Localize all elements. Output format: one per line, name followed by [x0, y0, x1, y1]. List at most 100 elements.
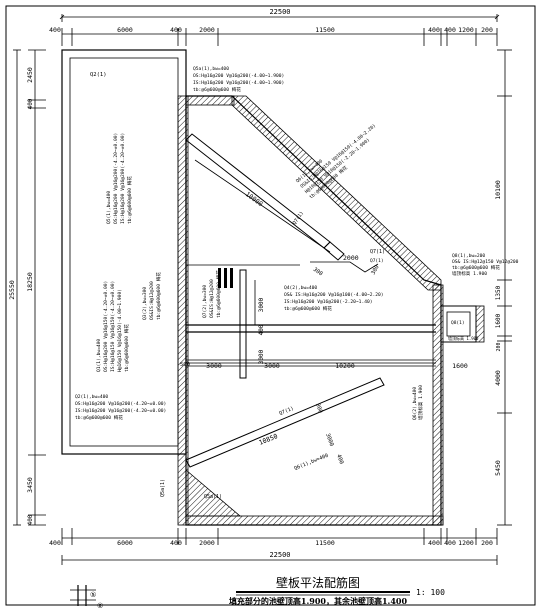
dim-10850: 10850 [258, 432, 279, 447]
dim-3000-v2: 3000 [258, 349, 265, 364]
label-q6-2-right-b: 墙顶标高 1.900 [417, 385, 424, 420]
left-dim-3: 18250 [26, 272, 34, 292]
bottom-dim-2: 6000 [117, 539, 133, 547]
label-q8-2: OS& IS:H@12@150 V@12@200 [452, 259, 519, 265]
label-q1-3: IS:H@16@150 V@16@150(-4.20~±0.00) [110, 281, 116, 372]
label-q2-bot-4: tb:@6@600@600 梅花 [75, 414, 123, 421]
right-dim-3: 1600 [495, 313, 502, 328]
dim-3000-h2: 3000 [264, 362, 280, 370]
drawing-title: 壁板平法配筋图 [276, 575, 360, 590]
label-q4-1: Q4(2),bw=400 [284, 285, 317, 291]
detail-label-b: ⑥ [97, 602, 103, 610]
label-q7-1-c: Q7(1) [279, 406, 295, 417]
right-dim-1: 10100 [494, 180, 502, 200]
label-q2-bot-2: OS:H@16@200 V@16@200(-4.20~±0.00) [75, 401, 166, 407]
drawing-scale: 1: 100 [416, 588, 445, 597]
title-block: 壁板平法配筋图 1: 100 填充部分的池壁顶高1.900，其余池壁顶高1.40… [229, 575, 445, 606]
left-dimension-chain: 25550 2450 400 18250 3450 400 [8, 49, 46, 525]
label-q5-4: tb:@6@600@600 梅花 [126, 176, 133, 224]
annotations: Q2(1) Q5a(1),bw=400 OS:H@16@200 V@16@200… [75, 66, 519, 500]
top-dim-2: 6000 [117, 26, 133, 34]
top-dim-7: 400 [444, 26, 456, 34]
label-q5a-title: Q5a(1),bw=400 [193, 66, 229, 72]
bottom-dim-4: 2000 [199, 539, 215, 547]
dim-3000-d: 3000 [324, 433, 334, 448]
dim-300-b: 300 [371, 264, 381, 276]
label-q8-1: Q8(1),bw=200 [452, 253, 485, 259]
label-q1-1: Q1(1),bw=400 [96, 339, 102, 372]
bottom-dim-3: 400 [170, 539, 182, 547]
top-total-dim: 22500 [269, 8, 290, 16]
bottom-dim-5: 11500 [315, 539, 335, 547]
label-q6-2-right: Q6(2),bw=400 [412, 387, 418, 420]
drawing-note: 填充部分的池壁顶高1.900，其余池壁顶高1.400 [229, 596, 408, 606]
label-q7-1-b: Q7(1) [370, 249, 385, 255]
label-q4-4: tb:@6@600@600 梅花 [284, 305, 332, 312]
dim-400-d: 400 [335, 454, 344, 465]
label-q3-2: OS&IS:H@12@200 [149, 281, 155, 320]
dim-300-c: 300 [314, 403, 323, 414]
label-q7-2-3: tb:@6@600@600 梅花 [215, 270, 222, 318]
label-q5a-left: Q5a(1) [160, 479, 166, 497]
bottom-total-dim: 22500 [269, 551, 290, 559]
label-q5a-os: OS:H@16@200 V@16@200(-4.00~1.900) [193, 73, 284, 79]
label-q2-bot-3: IS:H@16@200 V@16@200(-4.20~±0.00) [75, 408, 166, 414]
top-dim-1: 400 [49, 26, 61, 34]
bottom-dim-6: 400 [428, 539, 440, 547]
top-dim-5: 11500 [315, 26, 335, 34]
top-dim-8: 1200 [458, 26, 474, 34]
label-q8-small: Q8(1) [451, 320, 465, 326]
label-q4-3: IS:H@16@200 V@16@200(-2.20~1.40) [284, 299, 373, 305]
left-tank-walls [61, 49, 187, 455]
detail-symbol: ⑤ ⑥ [70, 585, 103, 610]
label-q2-top: Q2(1) [90, 72, 107, 78]
label-q3-1: Q3(2),bw=300 [142, 287, 148, 320]
label-q8-3: tb:@6@600@600 梅花 [452, 264, 500, 271]
label-q5-3: IS:H@16@200 V@16@200(-4.20~±0.00) [120, 133, 126, 224]
top-dim-6: 400 [428, 26, 440, 34]
inner-dimensions: 10000 2000 3000 400 3000 300 300 500 300… [180, 159, 468, 465]
top-dimension-chain: 22500 400 6000 400 2000 11500 400 400 12… [49, 8, 500, 46]
detail-label-a: ⑤ [90, 591, 96, 599]
bottom-dim-1: 400 [49, 539, 61, 547]
label-q4-2: OS& IS:H@16@200 V@16@100(-4.00~2.20) [284, 292, 384, 298]
label-q7-2-1: Q7(2),bw=300 [202, 285, 208, 318]
left-dim-4: 3450 [26, 477, 34, 493]
label-q6-bot: Q6(1),bw=400 [294, 453, 330, 472]
sheet-border [5, 5, 536, 606]
dim-10200: 10200 [335, 362, 355, 370]
dim-1600: 1600 [452, 362, 468, 370]
dim-400-v: 400 [258, 324, 265, 335]
label-q2-bot-1: Q2(1),bw=400 [75, 394, 108, 400]
main-tank-walls [177, 95, 485, 526]
dim-300-a: 300 [312, 267, 324, 278]
right-dim-5: 4000 [494, 370, 502, 386]
left-dim-5: 400 [27, 514, 34, 525]
label-q3-3: tb:@6@600@600 梅花 [155, 272, 162, 320]
right-dim-2: 1350 [495, 285, 502, 300]
label-q1-5: tb:@6@600@600 梅花 [123, 324, 130, 372]
bottom-dimension-chain: 400 6000 400 2000 11500 400 400 1200 200… [49, 528, 498, 565]
dim-3000-h: 3000 [206, 362, 222, 370]
left-total-dim: 25550 [8, 280, 16, 300]
label-q5a-is: IS:H@16@200 V@16@200(-4.00~1.900) [193, 80, 284, 86]
right-dim-6: 5450 [494, 460, 502, 476]
bottom-dim-8: 1200 [458, 539, 474, 547]
label-q5a-tb: tb:@6@600@600 梅花 [193, 86, 241, 93]
dim-500: 500 [180, 362, 190, 368]
top-dim-3: 400 [170, 26, 182, 34]
left-dim-1: 2450 [26, 67, 34, 83]
left-dim-2: 400 [27, 98, 34, 109]
label-q1-4: H@16@150 V@16@150(-4.00~1.900) [117, 289, 123, 372]
label-q1-2: OS:H@16@200 V@16@150(-4.20~±0.00) [103, 281, 109, 372]
bottom-dim-9: 200 [481, 539, 493, 547]
internal-partitions [185, 133, 436, 468]
right-dimension-chain: 10100 1350 1600 200 4000 5450 [494, 49, 512, 526]
right-dim-4: 200 [496, 342, 502, 351]
dim-2000: 2000 [343, 254, 359, 262]
label-q8-4: 墙顶标高 1.900 [452, 270, 487, 277]
label-q5a-bot: Q5a(1) [204, 494, 222, 500]
bottom-dim-7: 400 [444, 539, 456, 547]
label-q8-small-2: 墙顶标高 1.900 [448, 335, 479, 341]
dim-3000-v: 3000 [258, 297, 265, 312]
